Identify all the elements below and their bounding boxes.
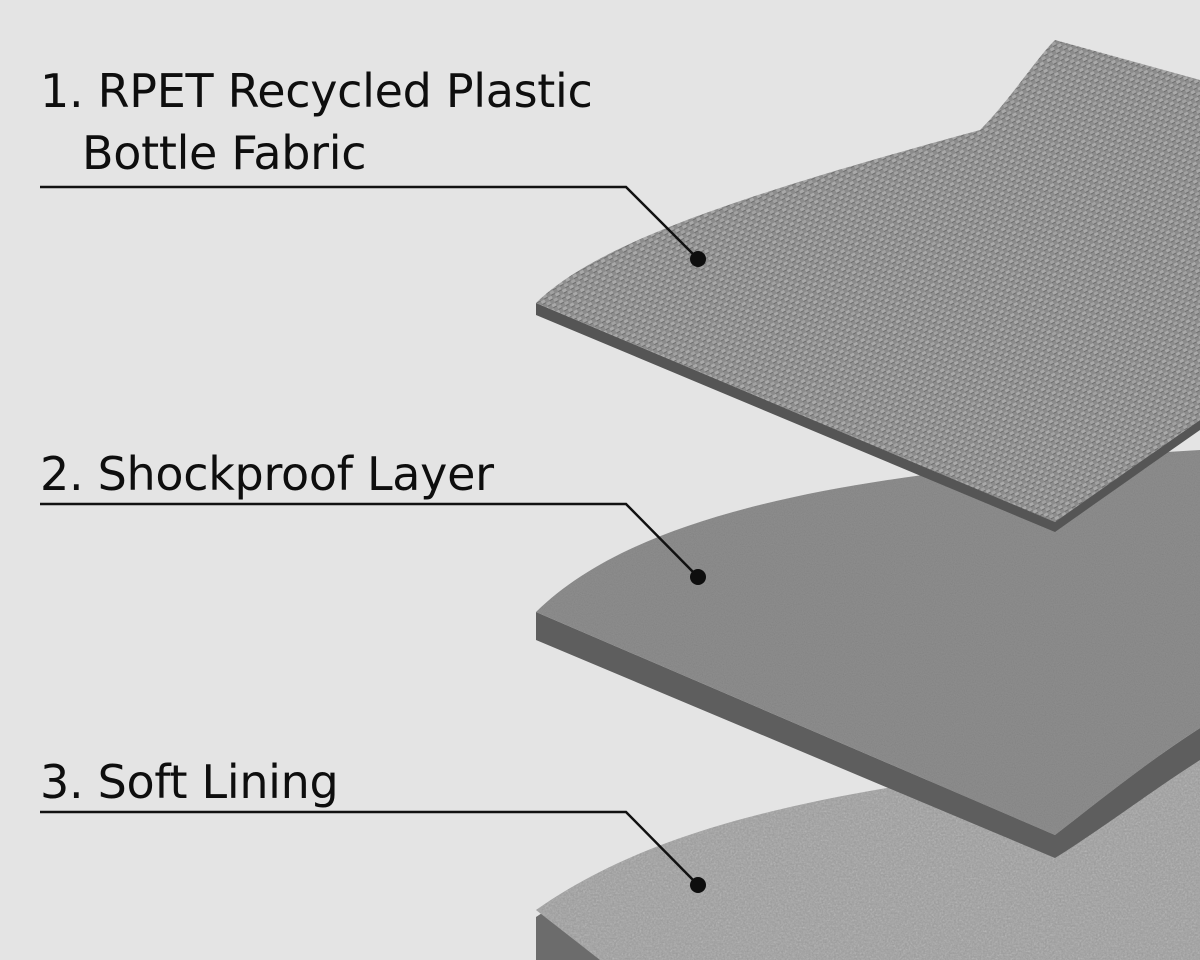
leader-line-1 (40, 185, 706, 267)
layer-1-number: 1. (40, 64, 84, 118)
layer-3-name: Soft Lining (97, 755, 339, 809)
layer-3-title-line: 3. Soft Lining (40, 751, 339, 813)
leader-dot-3 (690, 877, 706, 893)
leader-line-3 (40, 810, 706, 893)
layer-2-number: 2. (40, 447, 84, 501)
layer-1-title-line: 1. RPET Recycled Plastic (40, 60, 593, 122)
layer-1-label: 1. RPET Recycled Plastic Bottle Fabric (40, 60, 593, 184)
layer-3-number: 3. (40, 755, 84, 809)
leader-dot-1 (690, 251, 706, 267)
layer-2-label: 2. Shockproof Layer (40, 443, 494, 505)
layer-1-name: RPET Recycled Plastic (97, 64, 593, 118)
layer-2-name: Shockproof Layer (97, 447, 494, 501)
leader-line-2 (40, 502, 706, 585)
layer-1-name-continued: Bottle Fabric (82, 126, 367, 180)
layer-3-label: 3. Soft Lining (40, 751, 339, 813)
leader-dot-2 (690, 569, 706, 585)
rpet-fabric-layer (536, 40, 1200, 532)
shockproof-layer (536, 450, 1200, 858)
layer-2-title-line: 2. Shockproof Layer (40, 443, 494, 505)
